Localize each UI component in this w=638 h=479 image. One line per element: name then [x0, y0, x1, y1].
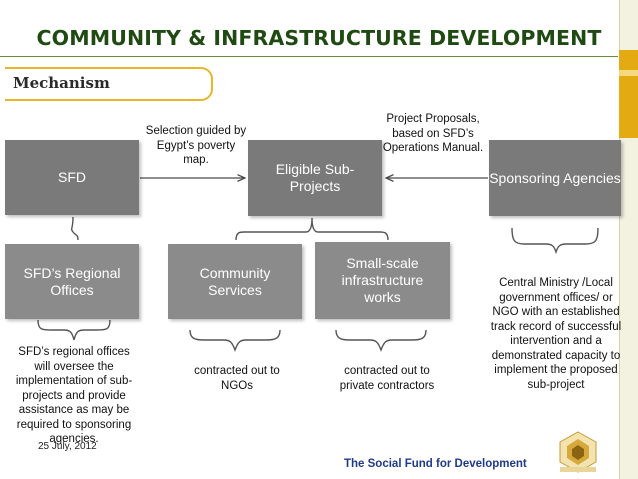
brace-community: [189, 329, 281, 352]
community-services-note: contracted out to NGOs: [194, 365, 280, 392]
brace-smallscale: [335, 329, 427, 352]
smallscale-works-box: Small-scale infrastructure works: [315, 242, 450, 319]
proposals-note: Project Proposals, based on SFD’s Operat…: [382, 113, 484, 154]
organization-name: The Social Fund for Development: [344, 458, 527, 470]
accent-stripe: [619, 70, 638, 76]
page-title: COMMUNITY & INFRASTRUCTURE DEVELOPMENT: [36, 26, 602, 50]
date-label: 25 July, 2012: [38, 441, 97, 452]
smallscale-works-note: contracted out to private contractors: [339, 365, 435, 392]
brace-sponsoring: [511, 227, 599, 255]
brace-sfd: [70, 216, 79, 241]
sfd-box: SFD: [5, 140, 139, 215]
sponsoring-agencies-note: Central Ministry /Local government offic…: [490, 277, 622, 391]
sponsoring-agencies-box: Sponsoring Agencies: [489, 140, 621, 216]
community-services-box: Community Services: [168, 244, 302, 319]
section-label: Mechanism: [5, 67, 213, 101]
regional-offices-box: SFD’s Regional Offices: [5, 244, 139, 319]
brace-eligible: [235, 217, 389, 241]
title-divider: [0, 56, 618, 57]
brace-regional: [37, 319, 111, 341]
sfd-logo: [559, 431, 597, 473]
selection-note: Selection guided by Egypt’s poverty map.: [145, 125, 247, 166]
eligible-subprojects-box: Eligible Sub-Projects: [248, 140, 382, 216]
regional-offices-note: SFD’s regional offices will oversee the …: [15, 346, 133, 445]
